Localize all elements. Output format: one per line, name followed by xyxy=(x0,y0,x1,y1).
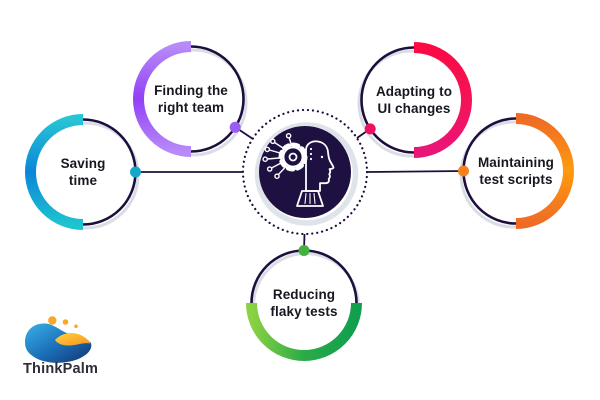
gear-icon xyxy=(278,142,308,172)
label-line: UI changes xyxy=(377,101,451,116)
ai-head-circuit-icon xyxy=(262,132,335,207)
node-circle-reducing-flaky xyxy=(246,245,362,361)
central-hub xyxy=(241,108,369,236)
connector-dot-saving-time xyxy=(130,166,141,178)
dotted-ring xyxy=(241,108,369,236)
connector-dot-adapting-ui xyxy=(364,123,376,135)
label-line: Maintaining xyxy=(477,155,555,170)
logo-sun-dot-large xyxy=(48,316,57,325)
logo-leaf-shape xyxy=(55,332,91,346)
hub-halo-ring xyxy=(254,122,359,226)
circuit-traces xyxy=(262,132,292,179)
label-line: Finding the xyxy=(154,83,228,98)
node-label-adapting-ui: Adapting to UI changes xyxy=(349,83,479,117)
thinkpalm-logo-mark xyxy=(25,316,92,363)
node-circle-maintaining-scripts xyxy=(458,113,574,229)
node-circle-adapting-ui xyxy=(357,42,472,158)
logo-sun-dot-small xyxy=(74,324,78,329)
thinkpalm-logo-text: ThinkPalm xyxy=(23,361,99,377)
label-line: Adapting to xyxy=(375,84,453,99)
label-line: time xyxy=(68,173,98,188)
node-label-saving-time: Saving time xyxy=(18,155,148,189)
logo-wave-shape xyxy=(25,323,92,363)
connector-dot-finding-team xyxy=(229,121,241,133)
label-line: Saving xyxy=(60,156,106,171)
node-label-reducing-flaky: Reducing flaky tests xyxy=(239,286,369,320)
node-circle-finding-team xyxy=(133,41,248,157)
connector-dot-reducing-flaky xyxy=(298,245,310,256)
label-line: right team xyxy=(157,100,225,115)
label-line: test scripts xyxy=(479,172,553,187)
node-label-maintaining-scripts: Maintaining test scripts xyxy=(451,154,581,188)
label-line: flaky tests xyxy=(270,304,338,319)
connector-maintaining-scripts xyxy=(366,170,464,173)
node-label-finding-team: Finding the right team xyxy=(126,82,256,116)
logo-sun-dot-medium xyxy=(62,319,69,325)
label-line: Reducing xyxy=(272,287,336,302)
node-circle-saving-time xyxy=(25,114,141,230)
connector-dot-maintaining-scripts xyxy=(458,165,469,177)
